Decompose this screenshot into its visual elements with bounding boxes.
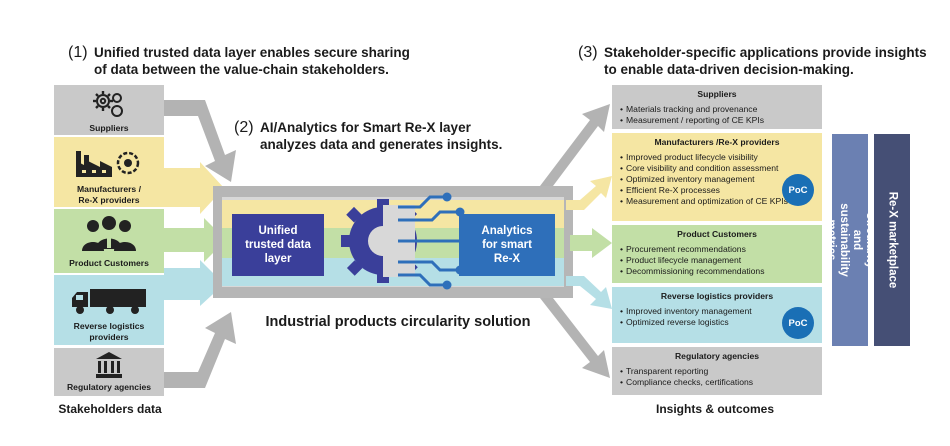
outcome-item: Measurement and optimization of CE KPIs <box>620 196 822 207</box>
arrow-out-regulatory <box>540 298 610 378</box>
stakeholder-label: Reverse logistics providers <box>73 321 145 342</box>
unified-data-layer-box: Unified trusted data layer <box>232 214 324 276</box>
stakeholders-caption: Stakeholders data <box>58 402 162 416</box>
rex-marketplace-label: Re-X marketplace <box>886 191 899 289</box>
outcome-item: Product lifecycle management <box>620 255 822 266</box>
outcome-item: Measurement / reporting of CE KPIs <box>620 115 822 126</box>
outcome-item: Transparent reporting <box>620 366 822 377</box>
step-3-number: (3) <box>578 44 598 61</box>
outcome-title: Manufacturers /Re-X providers <box>654 137 780 147</box>
poc-badge: PoC <box>782 307 814 339</box>
outcome-title: Reverse logistics providers <box>660 291 774 301</box>
poc-badge: PoC <box>782 174 814 206</box>
stakeholder-label: Product Customers <box>69 258 149 268</box>
arrow-out-customers <box>570 228 612 258</box>
outcome-suppliers: Suppliers Materials tracking and provena… <box>612 85 822 129</box>
bank-icon <box>96 352 122 378</box>
outcome-item: Materials tracking and provenance <box>620 104 822 115</box>
outcome-item: Improved inventory management <box>620 306 822 317</box>
outcome-item: Decommissioning recommendations <box>620 266 822 277</box>
analytics-box: Analytics for smart Re-X <box>459 214 555 276</box>
solution-caption: Industrial products circularity solution <box>265 314 531 330</box>
outcomes-caption: Insights & outcomes <box>655 402 774 416</box>
stakeholder-label: Suppliers <box>89 123 129 133</box>
left-gray-arrows <box>164 100 236 388</box>
arrow-regulatory <box>164 312 236 388</box>
outcome-item: Optimized reverse logistics <box>620 317 822 328</box>
step-3-line-1: Stakeholder-specific applications provid… <box>604 45 927 60</box>
outcome-item: Improved product lifecycle visibility <box>620 152 822 163</box>
stakeholder-suppliers: Suppliers <box>54 85 164 135</box>
step-3-line-2: to enable data-driven decision-making. <box>604 62 854 77</box>
outcome-title: Regulatory agencies <box>674 351 760 361</box>
outcome-item: Core visibility and condition assessment <box>620 163 822 174</box>
arrow-manufacturers <box>164 162 224 214</box>
gears-icon <box>93 91 123 117</box>
right-gray-arrows <box>540 104 610 378</box>
outcome-title: Product Customers <box>677 229 757 239</box>
outcome-item: Optimized inventory management <box>620 174 822 185</box>
arrow-suppliers <box>164 100 236 182</box>
arrow-reverse <box>164 260 224 306</box>
truck-icon <box>72 289 146 314</box>
customers-icon <box>82 216 136 251</box>
step-2-number: (2) <box>234 119 254 136</box>
step-1-line-1: Unified trusted data layer enables secur… <box>94 45 410 60</box>
outcome-regulatory: Regulatory agencies Transparent reportin… <box>612 347 822 395</box>
stakeholder-customers: Product Customers <box>54 209 164 273</box>
stakeholder-label: Regulatory agencies <box>66 382 152 392</box>
outcome-item: Procurement recommendations <box>620 244 822 255</box>
outcome-customers: Product Customers Procurement recommenda… <box>612 225 822 283</box>
outcome-title: Suppliers <box>697 89 737 99</box>
outcome-item: Compliance checks, certifications <box>620 377 822 388</box>
step-2-line-1: AI/Analytics for Smart Re-X layer <box>260 120 471 135</box>
circularity-metrics-bar: Circularity and sustainability metrics <box>825 134 876 346</box>
arrow-out-suppliers <box>540 104 610 186</box>
outcome-item: Efficient Re-X processes <box>620 185 822 196</box>
stakeholder-label: Manufacturers / Re-X providers <box>77 184 141 205</box>
step-1-line-2: of data between the value-chain stakehol… <box>94 62 389 77</box>
circularity-metrics-label: Circularity and sustainability metrics <box>825 203 876 277</box>
stakeholder-regulatory: Regulatory agencies <box>54 348 164 396</box>
rex-marketplace-bar: Re-X marketplace <box>874 134 910 346</box>
step-2-line-2: analyzes data and generates insights. <box>260 137 503 152</box>
arrow-customers <box>164 218 226 262</box>
arrow-out-manufacturers <box>566 176 612 210</box>
arrow-out-reverse <box>566 276 612 309</box>
stakeholder-reverse-logistics: Reverse logistics providers <box>54 275 164 345</box>
outcome-manufacturers: Manufacturers /Re-X providers Improved p… <box>612 133 822 221</box>
circuit-lines-icon <box>398 195 470 287</box>
outcome-reverse-logistics: Reverse logistics providers Improved inv… <box>612 287 822 343</box>
stakeholder-manufacturers: Manufacturers / Re-X providers <box>54 137 164 207</box>
factory-icon <box>76 151 140 177</box>
step-1-number: (1) <box>68 44 88 61</box>
